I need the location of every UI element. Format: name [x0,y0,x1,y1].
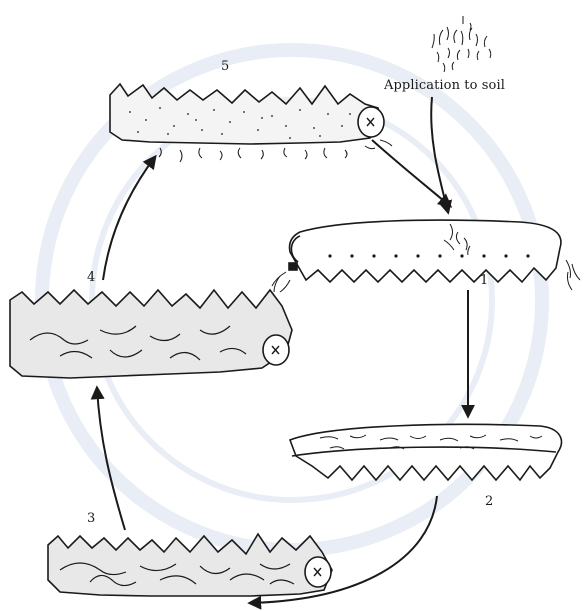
stage-number-2: 2 [485,494,493,509]
larva-stage-3 [48,534,332,596]
arrow-3-to-4 [97,388,125,530]
larva-stage-5 [110,84,392,162]
arrow-4-to-5 [103,157,155,280]
spore-cluster [432,16,491,72]
stage-number-1: 1 [480,273,488,288]
larva-stage-4 [10,290,292,378]
stage-number-5: 5 [221,59,229,74]
larva-stage-2 [290,424,561,480]
arrow-application-to-1 [431,97,448,212]
stage-number-3: 3 [87,511,95,526]
application-label: Application to soil [384,78,505,93]
stage-number-4: 4 [87,270,95,285]
larva-stage-1 [272,220,580,292]
